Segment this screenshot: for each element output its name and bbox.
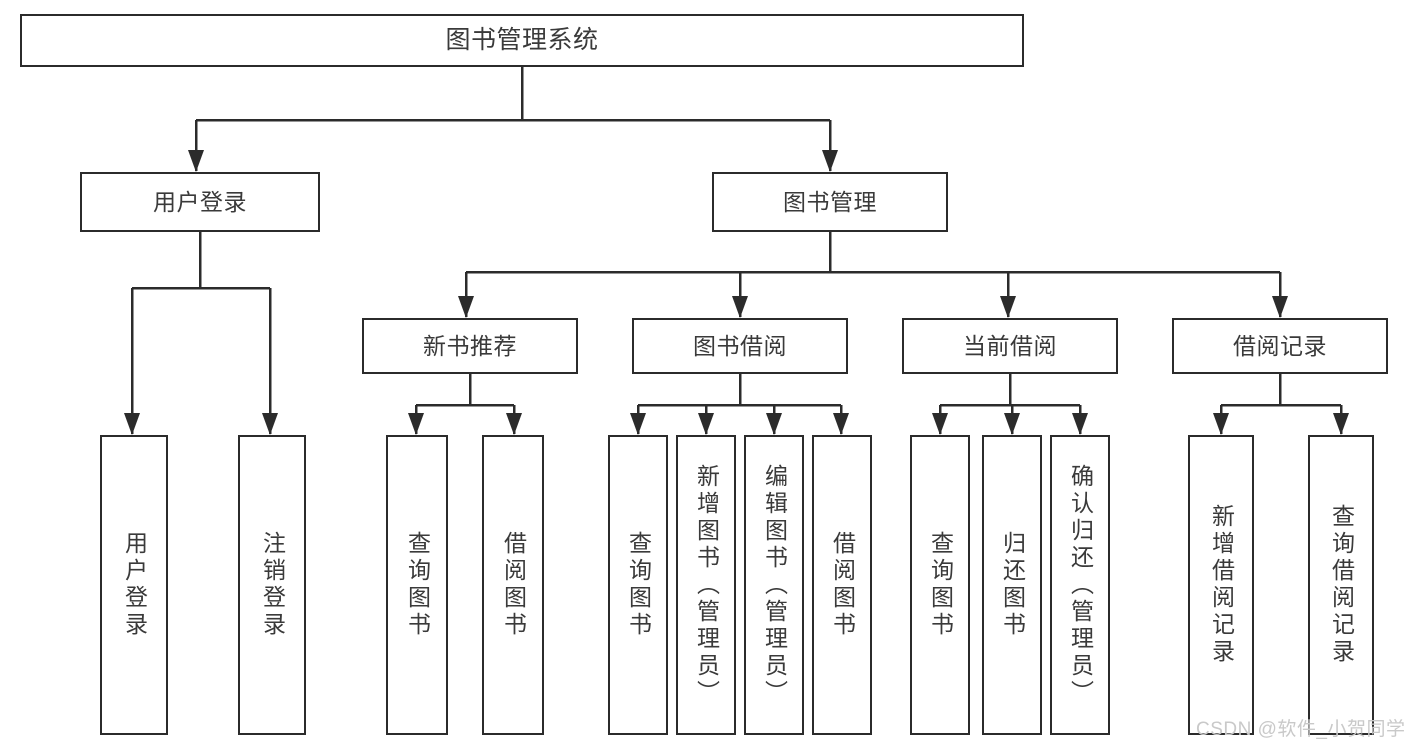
node-leaf-borrow-book-1: 借阅图书 bbox=[482, 435, 544, 735]
node-borrow: 图书借阅 bbox=[632, 318, 848, 374]
node-record: 借阅记录 bbox=[1172, 318, 1388, 374]
node-leaf-user-login: 用户登录 bbox=[100, 435, 168, 735]
arrowhead-root-to-level2-0 bbox=[188, 150, 204, 172]
node-label: 当前借阅 bbox=[963, 332, 1057, 359]
node-leaf-add-book: 新增图书（管理员） bbox=[676, 435, 736, 735]
node-label: 确认归还（管理员） bbox=[1067, 463, 1094, 707]
node-leaf-query-book-2: 查询图书 bbox=[608, 435, 668, 735]
node-leaf-return-book: 归还图书 bbox=[982, 435, 1042, 735]
node-label: 查询图书 bbox=[625, 531, 652, 639]
arrowhead-bookmgmt-to-level3-3 bbox=[1272, 296, 1288, 318]
node-label: 编辑图书（管理员） bbox=[761, 463, 788, 707]
arrowhead-borrow-to-leaves-0 bbox=[630, 413, 646, 435]
arrowhead-root-to-level2-1 bbox=[822, 150, 838, 172]
arrowhead-borrow-to-leaves-3 bbox=[833, 413, 849, 435]
node-current: 当前借阅 bbox=[902, 318, 1118, 374]
arrowhead-login-to-leaves-0 bbox=[124, 413, 140, 435]
arrowhead-record-to-leaves-0 bbox=[1213, 413, 1229, 435]
node-label: 新增图书（管理员） bbox=[693, 463, 720, 707]
node-leaf-borrow-book-2: 借阅图书 bbox=[812, 435, 872, 735]
arrowhead-current-to-leaves-1 bbox=[1004, 413, 1020, 435]
node-label: 归还图书 bbox=[999, 531, 1026, 639]
node-newbook: 新书推荐 bbox=[362, 318, 578, 374]
node-label: 图书借阅 bbox=[693, 332, 787, 359]
node-label: 注销登录 bbox=[259, 531, 286, 639]
arrowhead-bookmgmt-to-level3-2 bbox=[1000, 296, 1016, 318]
arrowhead-current-to-leaves-0 bbox=[932, 413, 948, 435]
node-label: 借阅图书 bbox=[829, 531, 856, 639]
arrowhead-newbook-to-leaves-1 bbox=[506, 413, 522, 435]
node-label: 新增借阅记录 bbox=[1208, 504, 1235, 666]
node-label: 用户登录 bbox=[121, 531, 148, 639]
node-leaf-add-record: 新增借阅记录 bbox=[1188, 435, 1254, 735]
node-label: 借阅记录 bbox=[1233, 332, 1327, 359]
node-label: 用户登录 bbox=[153, 188, 247, 215]
node-leaf-edit-book: 编辑图书（管理员） bbox=[744, 435, 804, 735]
arrowhead-newbook-to-leaves-0 bbox=[408, 413, 424, 435]
node-label: 查询图书 bbox=[927, 531, 954, 639]
node-bookmgmt: 图书管理 bbox=[712, 172, 948, 232]
node-label: 图书管理系统 bbox=[445, 26, 599, 54]
node-label: 图书管理 bbox=[783, 188, 877, 215]
arrowhead-borrow-to-leaves-2 bbox=[766, 413, 782, 435]
node-login: 用户登录 bbox=[80, 172, 320, 232]
arrowhead-current-to-leaves-2 bbox=[1072, 413, 1088, 435]
node-label: 查询借阅记录 bbox=[1328, 504, 1355, 666]
arrowhead-record-to-leaves-1 bbox=[1333, 413, 1349, 435]
node-label: 查询图书 bbox=[404, 531, 431, 639]
node-root: 图书管理系统 bbox=[20, 14, 1024, 67]
node-leaf-user-logout: 注销登录 bbox=[238, 435, 306, 735]
node-leaf-query-book-3: 查询图书 bbox=[910, 435, 970, 735]
node-label: 新书推荐 bbox=[423, 332, 517, 359]
node-leaf-query-book-1: 查询图书 bbox=[386, 435, 448, 735]
arrowhead-login-to-leaves-1 bbox=[262, 413, 278, 435]
node-leaf-query-record: 查询借阅记录 bbox=[1308, 435, 1374, 735]
node-label: 借阅图书 bbox=[500, 531, 527, 639]
node-leaf-confirm-return: 确认归还（管理员） bbox=[1050, 435, 1110, 735]
arrowhead-bookmgmt-to-level3-1 bbox=[732, 296, 748, 318]
arrowhead-bookmgmt-to-level3-0 bbox=[458, 296, 474, 318]
arrowhead-borrow-to-leaves-1 bbox=[698, 413, 714, 435]
